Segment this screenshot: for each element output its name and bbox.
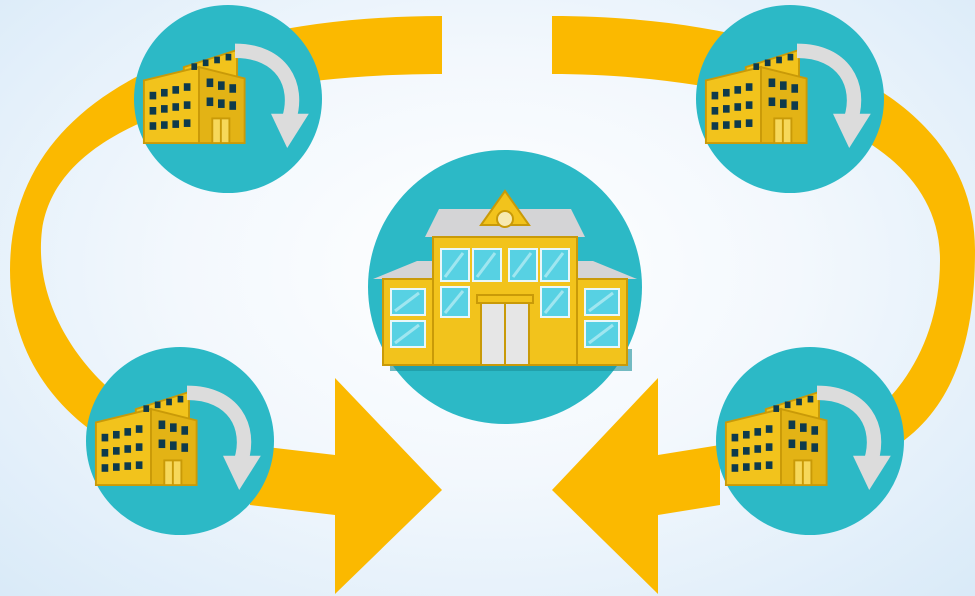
site-nodes (86, 5, 904, 535)
node-top-left (134, 5, 322, 193)
node-bottom-right (716, 347, 904, 535)
node-top-right (696, 5, 884, 193)
flow-arrow-top-left-to-bottom-left (10, 16, 442, 470)
flow-arrow-bottom-right-to-center (552, 378, 720, 594)
node-bottom-left (86, 347, 274, 535)
hub-node (368, 150, 642, 424)
school-building-icon (373, 189, 637, 371)
central-hub (368, 150, 642, 424)
flow-arrow-bottom-left-to-center (250, 378, 442, 594)
